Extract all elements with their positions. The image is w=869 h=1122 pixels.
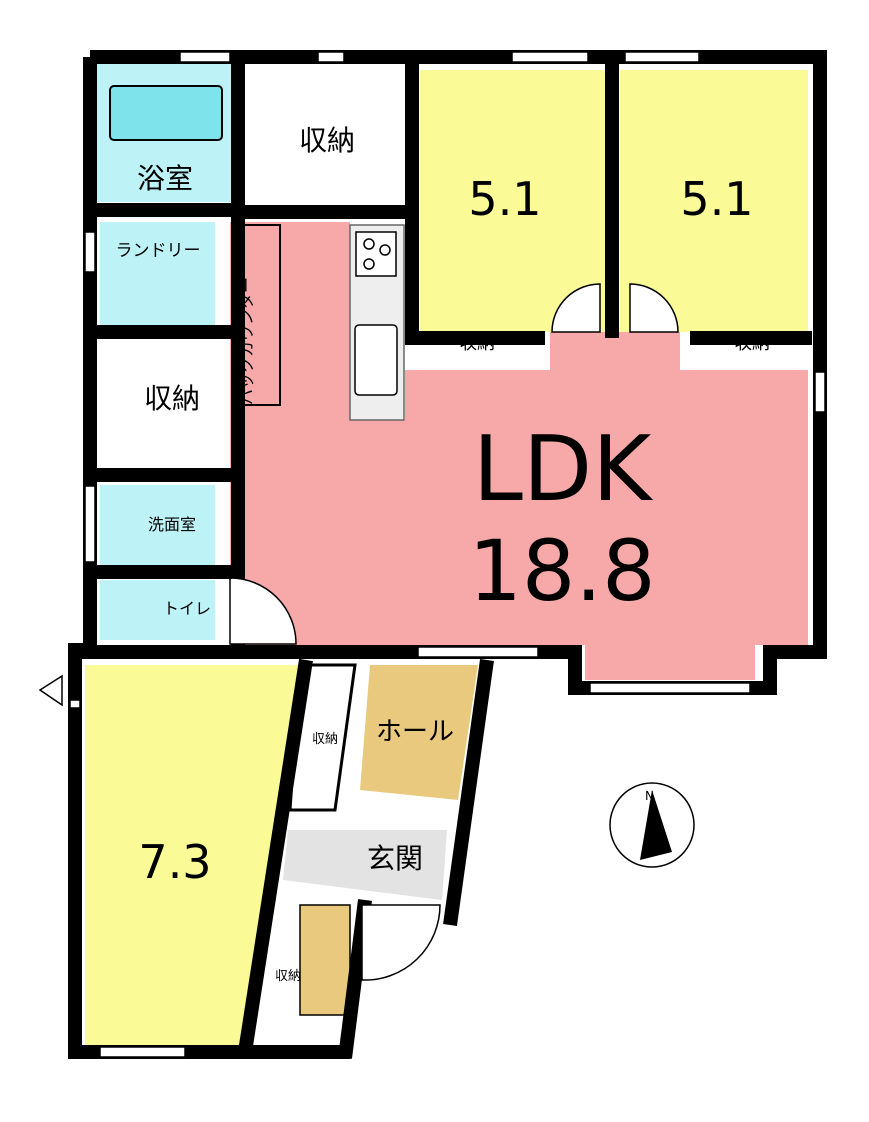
stove bbox=[355, 231, 397, 277]
north-arrow-icon bbox=[640, 790, 672, 860]
hall-area bbox=[360, 665, 478, 800]
storage-top-area bbox=[245, 70, 407, 205]
toilet-area bbox=[100, 580, 215, 640]
bedroom-large-size: 7.3 bbox=[138, 835, 211, 889]
door-swings bbox=[38, 283, 679, 981]
north-label: N bbox=[645, 789, 654, 803]
hall-label: ホール bbox=[376, 717, 454, 747]
bedroom-right-storage-label: 収納 bbox=[734, 333, 770, 354]
back-counter-label: バックカウンター bbox=[237, 277, 256, 405]
storage-top-label: 収納 bbox=[299, 124, 355, 157]
storage-mid-label: 収納 bbox=[144, 382, 200, 415]
sink bbox=[354, 324, 398, 396]
ldk-size: 18.8 bbox=[468, 522, 655, 620]
bedroom-left-area bbox=[420, 70, 605, 332]
storage-mid-area bbox=[100, 340, 215, 465]
toilet-label: トイレ bbox=[163, 599, 211, 618]
bathtub bbox=[109, 85, 223, 141]
laundry-area bbox=[100, 222, 215, 325]
shelf bbox=[299, 904, 351, 1016]
storage-bottom-label: 収納 bbox=[275, 969, 301, 984]
ldk-area bbox=[230, 222, 808, 680]
walls bbox=[68, 50, 827, 1059]
compass: N bbox=[609, 782, 695, 868]
entrance-area bbox=[283, 830, 447, 900]
windows bbox=[69, 51, 826, 1058]
laundry-label: ランドリー bbox=[116, 241, 201, 261]
bedroom-right-size: 5.1 bbox=[680, 172, 753, 226]
washroom-area bbox=[100, 485, 215, 565]
closet-small-label: 収納 bbox=[312, 732, 338, 747]
bath-label: 浴室 bbox=[137, 162, 193, 195]
ldk-label: LDK bbox=[473, 417, 653, 522]
bedroom-large-area bbox=[85, 665, 300, 1045]
bedroom-left-size: 5.1 bbox=[468, 172, 541, 226]
entrance-label: 玄関 bbox=[367, 842, 423, 875]
washroom-label: 洗面室 bbox=[148, 515, 196, 534]
bedroom-left-storage-label: 収納 bbox=[459, 333, 495, 354]
